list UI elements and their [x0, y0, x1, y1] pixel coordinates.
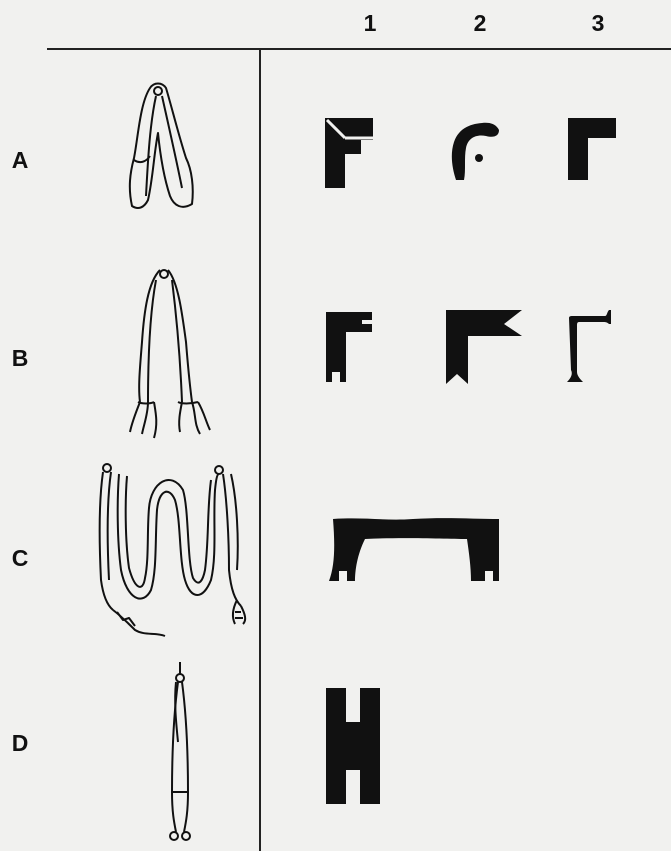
divider-rule [259, 48, 261, 851]
symbol-b2 [446, 310, 522, 384]
symbol-b1 [326, 312, 372, 382]
symbol-c1 [325, 515, 501, 587]
header-rule [47, 48, 671, 50]
row-header-a: A [8, 147, 32, 174]
row-header-b: B [8, 345, 32, 372]
row-a-garment-drawing [120, 78, 210, 213]
symbol-a1 [325, 118, 373, 188]
symbol-a3 [568, 118, 616, 180]
column-header-1: 1 [355, 10, 385, 37]
column-header-3: 3 [583, 10, 613, 37]
column-header-2: 2 [465, 10, 495, 37]
row-c-garment-drawing [95, 460, 255, 640]
row-header-c: C [8, 545, 32, 572]
row-header-d: D [8, 730, 32, 757]
symbol-a2 [446, 118, 501, 182]
row-b-garment-drawing [120, 262, 215, 442]
row-d-garment-drawing [160, 662, 200, 844]
symbol-d1 [326, 688, 380, 804]
symbol-b3 [565, 310, 613, 382]
